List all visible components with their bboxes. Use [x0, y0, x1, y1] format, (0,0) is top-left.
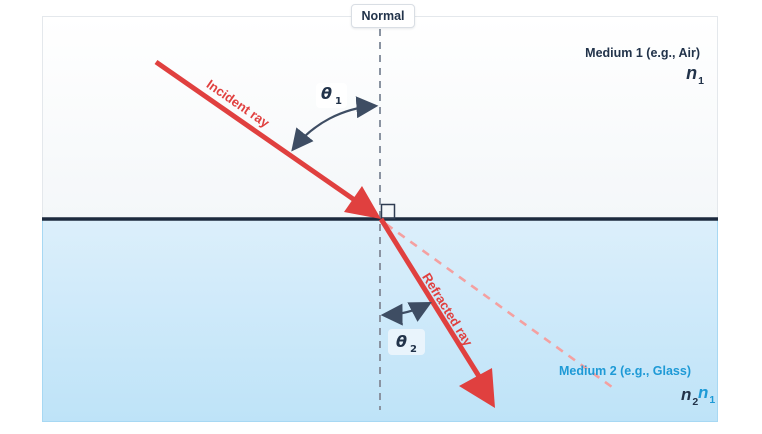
right-angle-marker: [380, 203, 396, 220]
theta2-subscript: 2: [410, 344, 417, 355]
n2-base: n: [681, 385, 692, 404]
refracted-ray-line: [378, 217, 483, 380]
incident-ray-arrowhead: [344, 186, 381, 219]
medium2-label: Medium 2 (e.g., Glass): [559, 364, 691, 378]
incident-ray-line: [154, 59, 358, 204]
medium2-refractive-index: n2: [681, 385, 698, 408]
n1-overlap-base: n: [698, 383, 709, 402]
n2-subscript: 2: [692, 396, 699, 408]
theta2-angle-arc: [380, 301, 432, 326]
normal-label: Normal: [361, 9, 405, 23]
medium1-label: Medium 1 (e.g., Air): [585, 46, 700, 60]
undeviated-ray-dashed: [385, 222, 613, 389]
n1-subscript: 1: [698, 75, 704, 87]
theta1-angle-arc: [291, 96, 379, 152]
normal-label-chip: Normal: [351, 4, 415, 28]
medium2-overlapping-index: n1: [698, 383, 715, 406]
n1-overlap-subscript: 1: [709, 394, 716, 406]
medium1-refractive-index: n1: [686, 63, 704, 87]
n1-base: n: [686, 63, 698, 83]
theta1-subscript: 1: [335, 96, 342, 107]
refracted-ray-arrowhead: [459, 368, 495, 408]
theta1-symbol: θ: [321, 84, 332, 103]
theta2-symbol: θ: [396, 332, 408, 351]
